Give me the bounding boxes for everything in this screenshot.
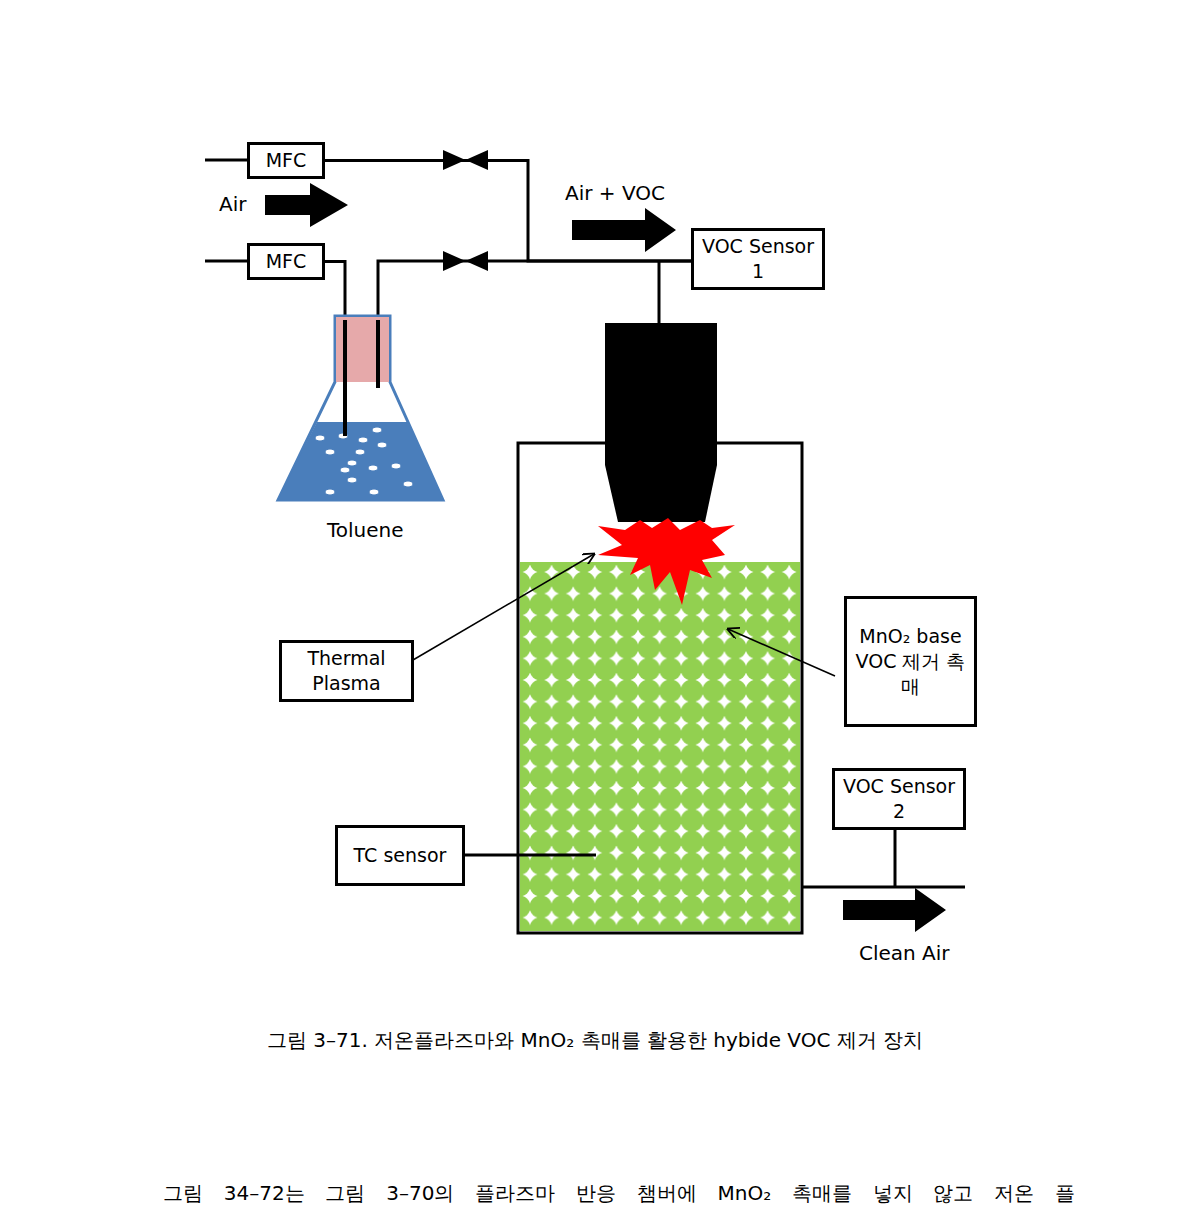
box-text: MnO₂ base VOC 제거 촉매 — [853, 624, 968, 698]
box-text: MFC — [266, 148, 307, 173]
pipe-connector — [325, 261, 691, 320]
figure-caption: 그림 3–71. 저온플라즈마와 MnO₂ 촉매를 활용한 hybide VOC… — [267, 1027, 923, 1054]
box-text: VOC Sensor 2 — [841, 774, 957, 823]
mfc-box: MFC — [247, 243, 325, 280]
sensor-box: VOC Sensor 2 — [832, 768, 966, 830]
flow-label: Air + VOC — [565, 181, 665, 205]
box-text: TC sensor — [354, 843, 447, 868]
box-text: MFC — [266, 249, 307, 274]
box-text: VOC Sensor 1 — [700, 234, 816, 283]
pipe-connector — [325, 161, 691, 262]
plasma-label-box: Thermal Plasma — [279, 640, 414, 702]
flow-label: Clean Air — [859, 941, 950, 965]
box-text: Thermal Plasma — [288, 646, 405, 695]
catalyst-label-box: MnO₂ base VOC 제거 촉매 — [844, 596, 977, 727]
body-text: 그림 34–72는 그림 3–70의 플라즈마 반응 챔버에 MnO₂ 촉매를 … — [163, 1180, 1075, 1207]
sensor-box: VOC Sensor 1 — [691, 228, 825, 290]
mfc-box: MFC — [247, 142, 325, 179]
sensor-box: TC sensor — [335, 825, 465, 886]
flow-label: Air — [219, 192, 246, 216]
chemical-label: Toluene — [327, 518, 404, 542]
